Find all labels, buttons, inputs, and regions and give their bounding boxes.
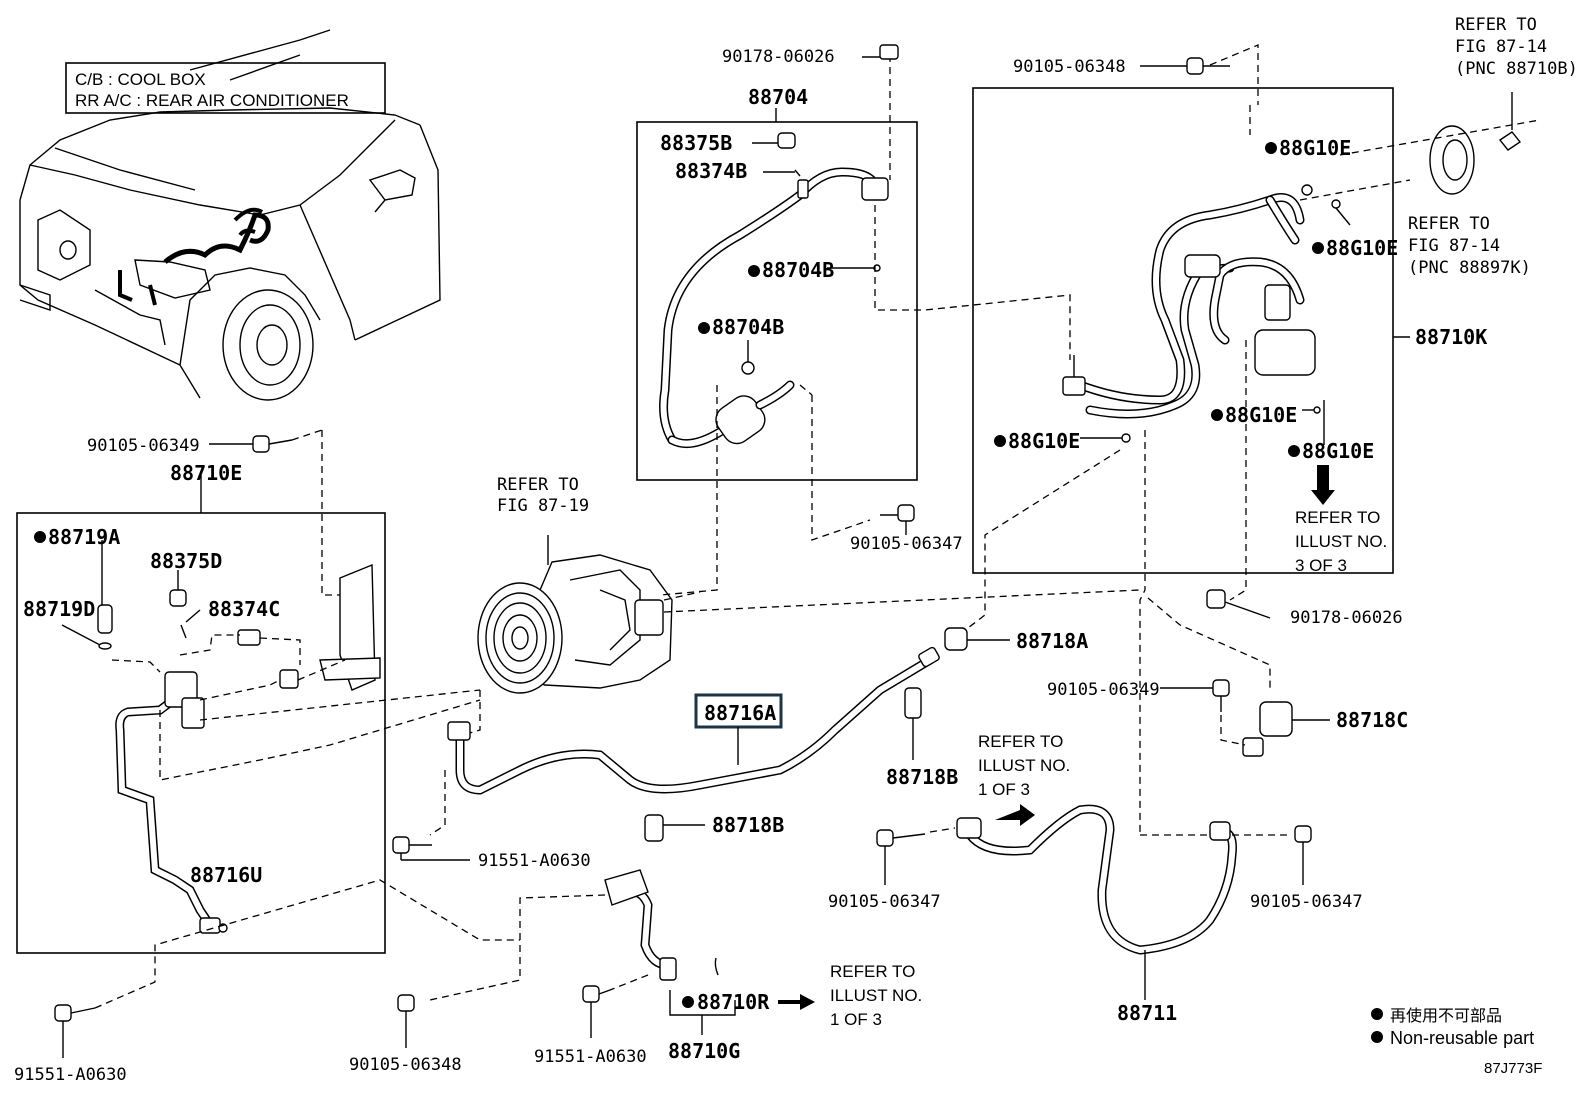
non-reusable-markers (34, 142, 1383, 1043)
label-88718C: 88718C (1336, 708, 1408, 732)
ref-illust-1-lower-line2: ILLUST NO. (830, 986, 922, 1005)
abbreviation-legend: C/B : COOL BOX RR A/C : REAR AIR CONDITI… (65, 62, 386, 114)
clamp-88718A (944, 627, 1010, 651)
ref-88710B-line3: (PNC 88710B) (1455, 59, 1578, 79)
arrow-down-icon (1311, 465, 1335, 505)
clamp-88718C (1242, 701, 1330, 757)
label-88710K: 88710K (1415, 325, 1487, 349)
ref-illust-1-lower-line3: 1 OF 3 (830, 1010, 882, 1029)
grommet-88897K (1429, 92, 1522, 195)
label-88704B-b: 88704B (712, 315, 784, 339)
label-88719A: 88719A (48, 525, 120, 549)
label-88710R: 88710R (697, 990, 770, 1014)
ref-illust-3-line1: REFER TO (1295, 508, 1380, 527)
label-90178-06026-middle: 90178-06026 (1290, 608, 1403, 628)
arrow-right-icon (778, 994, 815, 1010)
part-labels: 90178-06026 88704 88375B 88374B 88704B 8… (14, 47, 1487, 1085)
label-90105-06349-right: 90105-06349 (1047, 680, 1160, 700)
ref-88710B-line2: FIG 87-14 (1455, 37, 1547, 57)
clamp-88718B-lower (644, 814, 705, 842)
ref-88897K-line2: FIG 87-14 (1408, 236, 1500, 256)
figure-code: 87J773F (1484, 1060, 1542, 1077)
ref-illust-3-line3: 3 OF 3 (1295, 556, 1347, 575)
bolt-90105-06347-left (876, 829, 926, 885)
reference-labels: REFER TO FIG 87-14 (PNC 88710B) REFER TO… (497, 15, 1578, 1029)
label-90178-06026-top: 90178-06026 (722, 47, 835, 67)
compressor (477, 535, 1141, 694)
assembly-88710K (967, 44, 1541, 835)
label-88G10E-4: 88G10E (1008, 429, 1080, 453)
ref-illust-1-upper-line3: 1 OF 3 (978, 780, 1030, 799)
label-88711: 88711 (1117, 1001, 1177, 1025)
footnote-jp: 再使用不可部品 (1390, 1006, 1502, 1025)
ref-88897K-line1: REFER TO (1408, 214, 1490, 234)
legend-line-1: C/B : COOL BOX (75, 70, 206, 89)
label-88718B-b: 88718B (712, 813, 784, 837)
bolt-90105-06348-bottom (397, 994, 415, 1048)
ref-88710B-line1: REFER TO (1455, 15, 1537, 35)
bolt-91551-A0630-bottom (582, 985, 611, 1038)
label-88704B-a: 88704B (762, 258, 834, 282)
ref-fig-87-19-line1: REFER TO (497, 475, 579, 495)
clamp-88718B-upper (904, 687, 922, 760)
vehicle-illustration (19, 29, 441, 401)
label-90105-06347-middle: 90105-06347 (850, 534, 963, 554)
nut-90178-top (862, 44, 899, 60)
label-88718B-a: 88718B (886, 765, 958, 789)
label-88710E: 88710E (170, 461, 242, 485)
ref-illust-1-lower-line1: REFER TO (830, 962, 915, 981)
label-90105-06349-left: 90105-06349 (87, 436, 200, 456)
bolt-90105-06349-left (209, 429, 323, 453)
label-91551-A0630-mid: 91551-A0630 (478, 851, 591, 871)
label-88G10E-1: 88G10E (1279, 136, 1351, 160)
pipe-88716A (429, 646, 940, 836)
bolt-91551-A0630-mid (392, 836, 470, 861)
label-88375D: 88375D (150, 549, 222, 573)
label-91551-A0630-bottom: 91551-A0630 (534, 1047, 647, 1067)
label-88718A: 88718A (1016, 629, 1088, 653)
label-88719D: 88719D (23, 597, 95, 621)
label-88375B: 88375B (660, 131, 732, 155)
ref-illust-1-upper-line1: REFER TO (978, 732, 1063, 751)
ref-illust-1-upper-line2: ILLUST NO. (978, 756, 1070, 775)
hose-88711 (929, 804, 1290, 1000)
arrow-icons (778, 465, 1335, 1010)
label-90105-06348-bottom: 90105-06348 (349, 1055, 462, 1075)
label-88G10E-2: 88G10E (1326, 236, 1398, 260)
label-90105-06348-top: 90105-06348 (1013, 57, 1126, 77)
label-88374C: 88374C (208, 597, 280, 621)
label-88704: 88704 (748, 85, 808, 109)
label-88374B: 88374B (675, 159, 747, 183)
bolt-90105-06349-right (1160, 679, 1246, 746)
label-90105-06347-left: 90105-06347 (828, 892, 941, 912)
label-91551-A0630-left: 91551-A0630 (14, 1065, 127, 1085)
pipe-88710G (429, 869, 736, 1035)
label-88G10E-3: 88G10E (1225, 403, 1297, 427)
footnote-en: Non-reusable part (1390, 1028, 1534, 1048)
ref-illust-3-line2: ILLUST NO. (1295, 532, 1387, 551)
label-88716U: 88716U (190, 863, 262, 887)
assembly-88710E (16, 430, 481, 954)
ref-fig-87-19-line2: FIG 87-19 (497, 496, 589, 516)
bolt-90105-06347-middle (880, 504, 915, 535)
label-90105-06347-right: 90105-06347 (1250, 892, 1363, 912)
label-88G10E-5: 88G10E (1302, 439, 1374, 463)
nut-90178-middle (1206, 589, 1271, 619)
label-88716A: 88716A (704, 701, 776, 725)
footnote: 再使用不可部品 Non-reusable part 87J773F (1390, 1006, 1542, 1077)
bolt-91551-A0630-left (54, 879, 520, 1058)
label-88710G: 88710G (668, 1039, 740, 1063)
assembly-88704 (636, 55, 1071, 596)
ref-88897K-line3: (PNC 88897K) (1408, 258, 1531, 278)
bolt-90105-06347-right (1294, 825, 1312, 885)
bolt-90105-06348-top (1140, 57, 1230, 75)
arrow-right-icon (995, 804, 1035, 826)
legend-line-2: RR A/C : REAR AIR CONDITIONER (75, 91, 349, 110)
